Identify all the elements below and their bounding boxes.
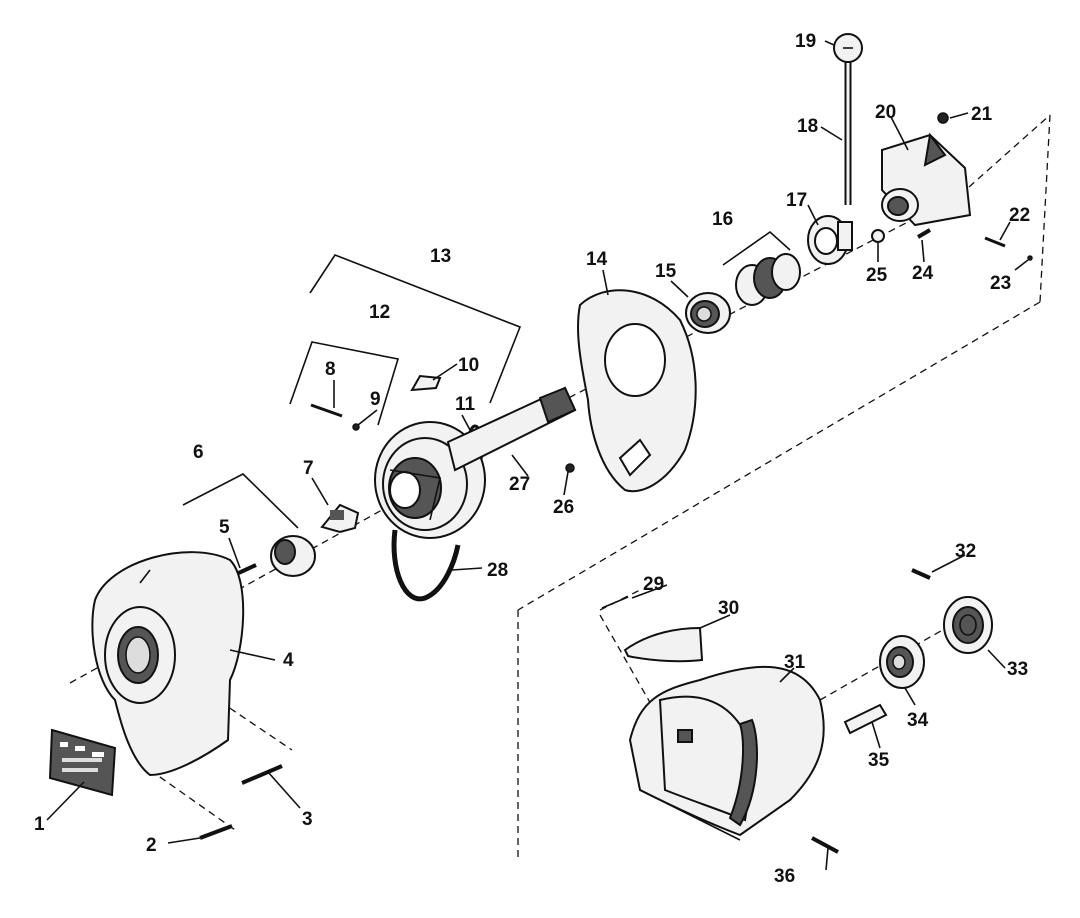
part-29-pin: [601, 596, 629, 609]
part-6-collar: [270, 535, 316, 577]
part-19-knob: [833, 33, 863, 63]
part-36-screw: [811, 836, 839, 854]
part-22-pin: [984, 236, 1006, 248]
callout-27: 27: [509, 474, 530, 495]
callout-12: 12: [369, 302, 390, 323]
callout-33: 33: [1007, 659, 1028, 680]
part-20-bracket: [881, 132, 972, 227]
callout-18: 18: [797, 116, 818, 137]
callout-13: 13: [430, 246, 451, 267]
group-brackets: [182, 230, 791, 529]
part-2-screw: [199, 824, 233, 840]
callout-17: 17: [786, 190, 807, 211]
part-28-belt: [391, 529, 461, 602]
callout-31: 31: [784, 652, 806, 673]
part-15-bearing: [685, 292, 731, 334]
callout-24: 24: [912, 263, 934, 284]
callout-30: 30: [718, 598, 739, 619]
part-24-screw: [916, 228, 932, 239]
callout-15: 15: [655, 261, 677, 282]
part-21-nut: [937, 112, 949, 124]
callout-34: 34: [907, 710, 929, 731]
callout-23: 23: [990, 273, 1011, 294]
part-23-screw: [1027, 255, 1033, 261]
part-30-label: [623, 626, 704, 663]
callout-32: 32: [955, 541, 976, 562]
callout-2: 2: [146, 835, 157, 856]
part-34-bearing: [879, 635, 925, 689]
part-7-block: [320, 503, 360, 534]
part-13-pulley: [374, 421, 486, 539]
callout-22: 22: [1009, 205, 1030, 226]
callout-7: 7: [303, 458, 314, 479]
callout-1: 1: [34, 814, 45, 835]
callout-11: 11: [455, 394, 476, 415]
callout-labels: 1 2 3 4 5 6 7 8 9 10 11 12 13 14 15 16 1…: [34, 31, 1030, 887]
part-35-stud: [843, 703, 888, 735]
part-9-ball: [352, 423, 360, 431]
callout-9: 9: [370, 389, 381, 410]
part-17-clamp: [807, 215, 853, 265]
part-26-screw: [565, 463, 575, 473]
callout-28: 28: [487, 560, 508, 581]
callout-25: 25: [866, 265, 888, 286]
part-16-seals: [735, 253, 801, 306]
callout-4: 4: [283, 650, 294, 671]
callout-26: 26: [553, 497, 574, 518]
callout-3: 3: [302, 809, 313, 830]
callout-8: 8: [325, 359, 336, 380]
callout-36: 36: [774, 866, 795, 887]
part-25-washer: [871, 229, 885, 243]
leader-lines: [46, 40, 1029, 871]
callout-35: 35: [868, 750, 890, 771]
callout-10: 10: [458, 355, 479, 376]
callout-20: 20: [875, 102, 896, 123]
part-27-shaft: [446, 386, 577, 472]
part-14-plate: [577, 289, 697, 493]
part-4-front-cover: [91, 551, 245, 777]
part-8-pin: [310, 403, 343, 418]
callout-14: 14: [586, 249, 608, 270]
part-3-screw: [241, 764, 283, 785]
callout-6: 6: [193, 442, 204, 463]
part-1-nameplate: [48, 728, 117, 797]
callout-21: 21: [971, 104, 993, 125]
callout-19: 19: [795, 31, 816, 52]
callout-16: 16: [712, 209, 733, 230]
part-33-cap: [943, 596, 993, 654]
part-32-screw: [911, 568, 931, 580]
callout-29: 29: [643, 574, 664, 595]
part-31-rear-housing: [628, 665, 825, 841]
callout-5: 5: [219, 517, 230, 538]
